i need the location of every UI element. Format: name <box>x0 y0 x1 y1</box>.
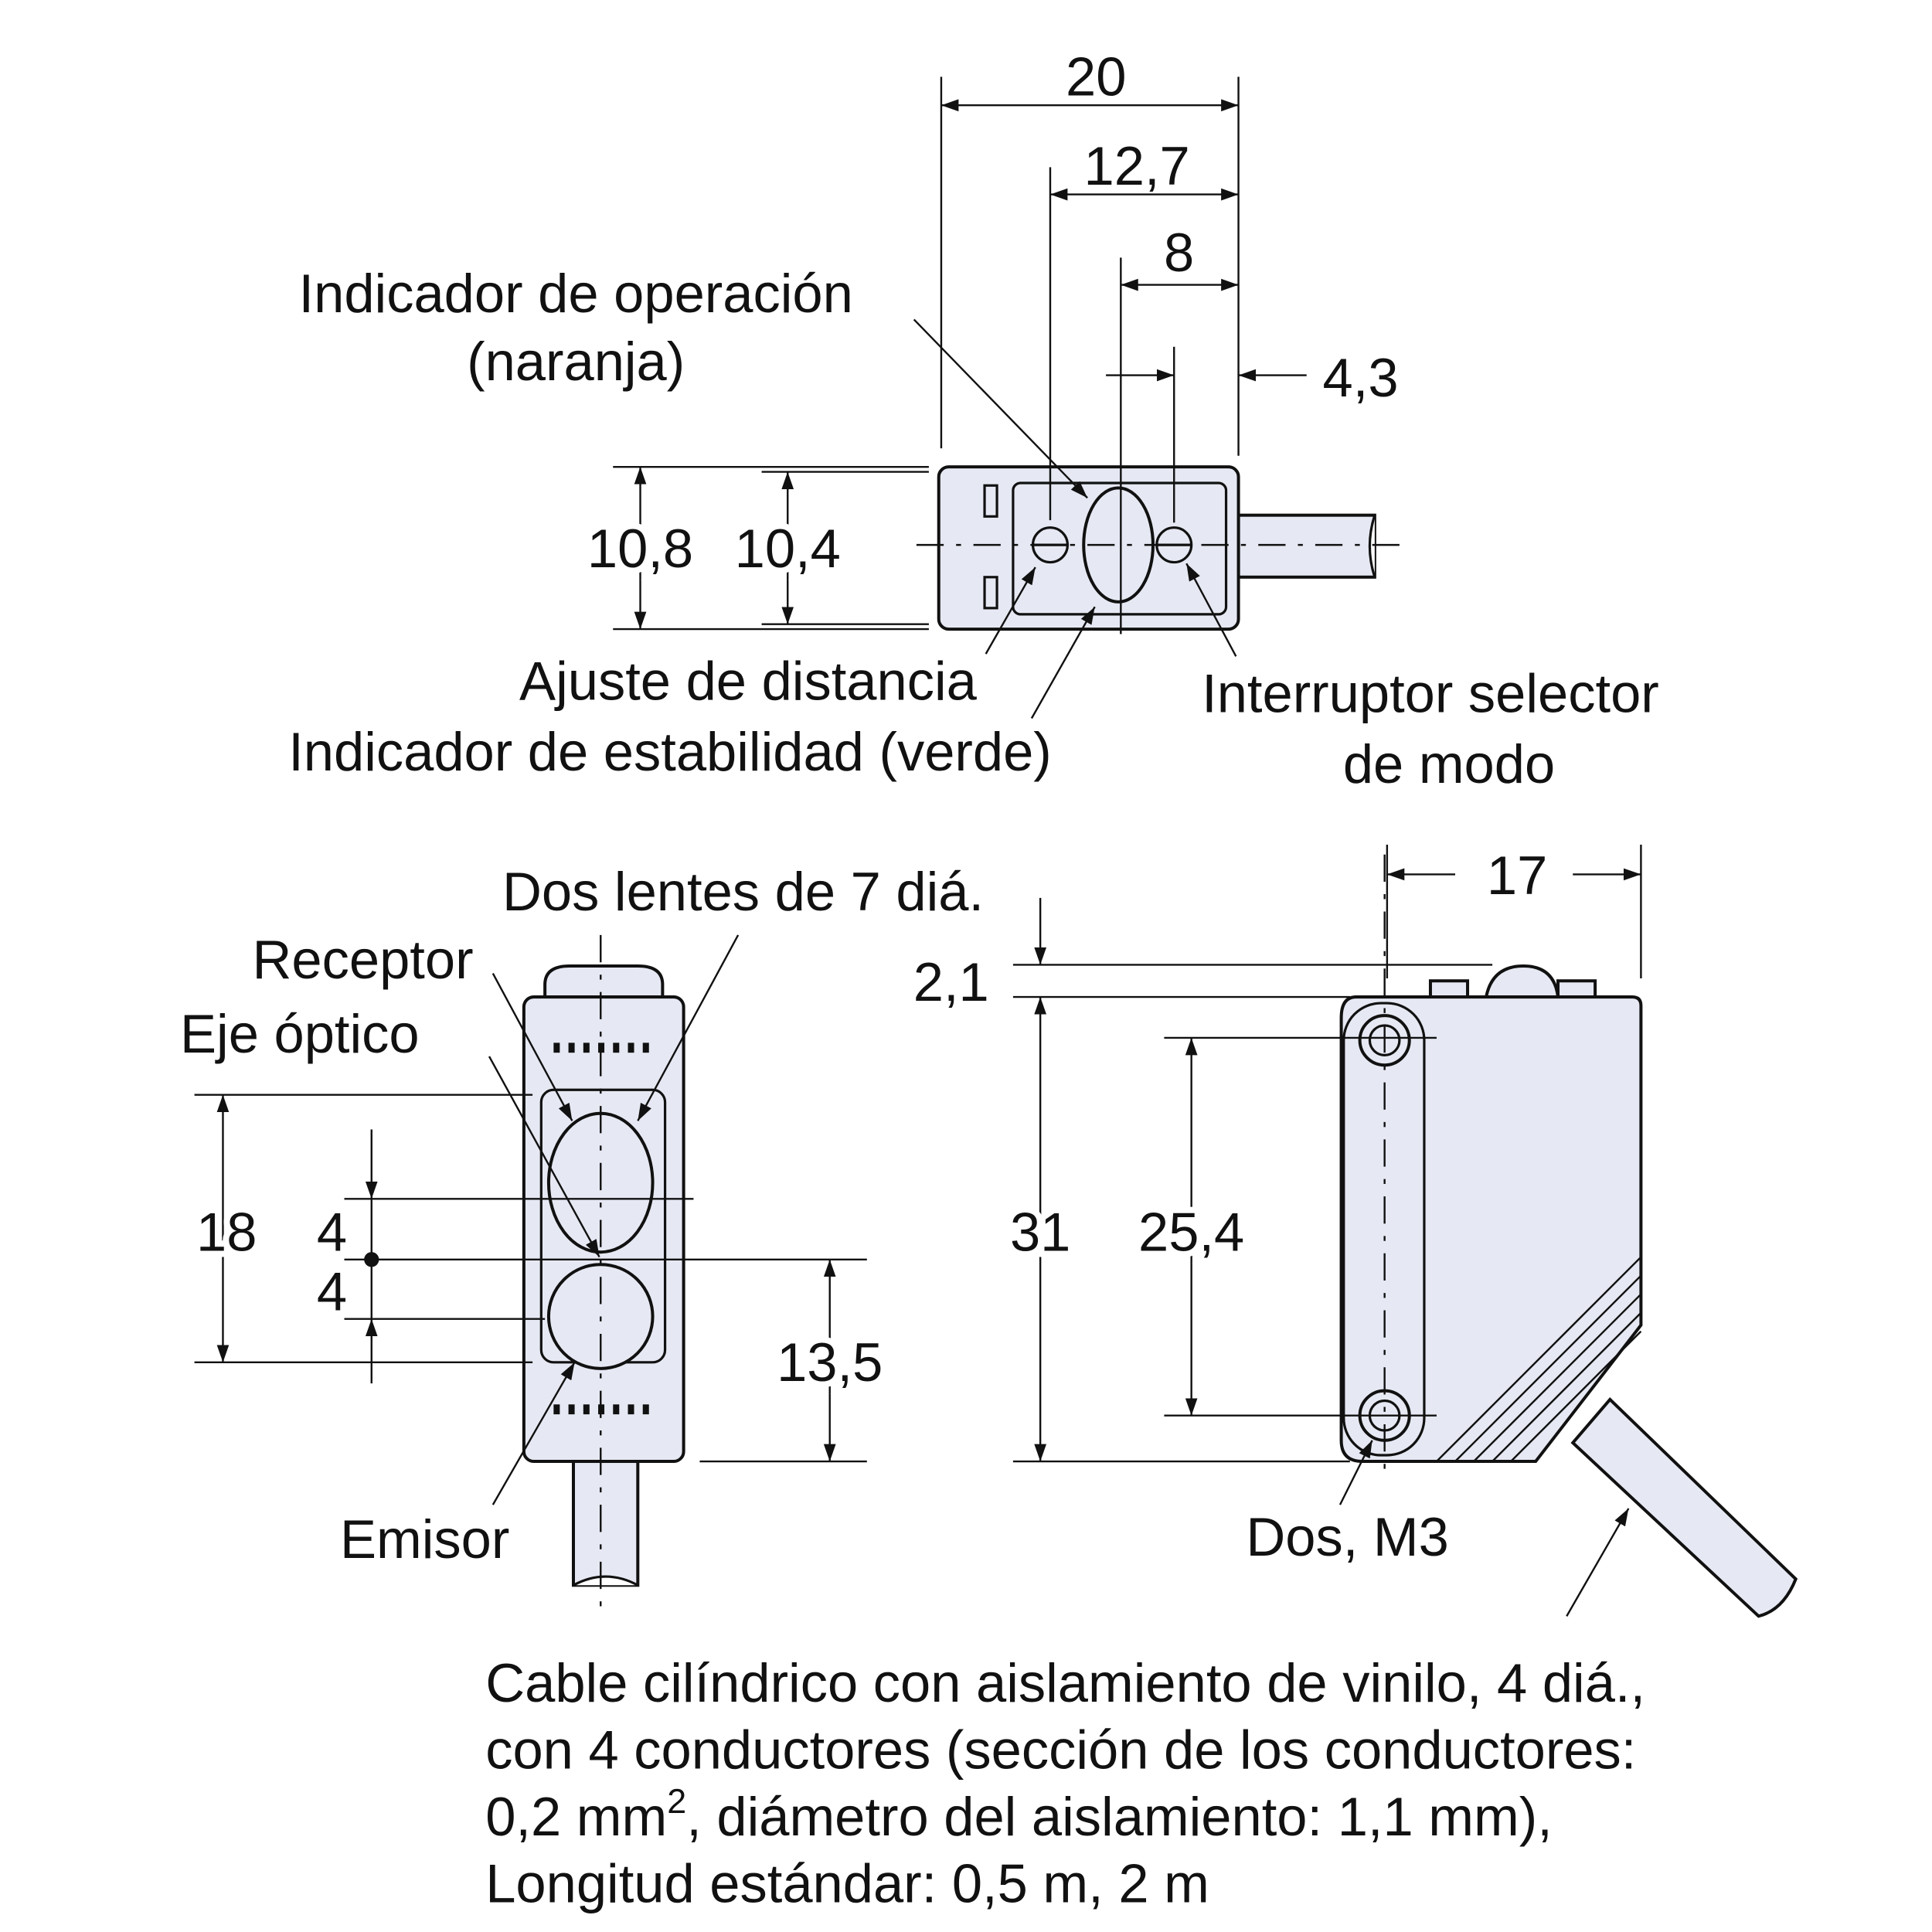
cable-note-line-2: con 4 conductores (sección de los conduc… <box>485 1719 1636 1780</box>
label-two-lenses: Dos lentes de 7 diá. <box>502 861 984 922</box>
label-stability-indicator: Indicador de estabilidad (verde) <box>288 721 1052 782</box>
top-view: 20 12,7 8 4,3 10,8 10,4 Indicador de ope… <box>288 46 1659 794</box>
cable-note-line-3b: , diámetro del aislamiento: 1,1 mm), <box>686 1786 1553 1847</box>
label-emitter: Emisor <box>340 1509 509 1570</box>
front-view: 18 4 4 13,5 Dos lentes de 7 diá. Recepto… <box>180 861 984 1617</box>
dim-20: 20 <box>1066 46 1126 107</box>
dim-2-1: 2,1 <box>913 951 989 1012</box>
label-operation-indicator: Indicador de operación <box>299 263 853 324</box>
label-receiver: Receptor <box>253 929 474 990</box>
dim-31: 31 <box>1010 1202 1070 1263</box>
cable-note-line-1: Cable cilíndrico con aislamiento de vini… <box>485 1652 1645 1713</box>
top-cable <box>1236 513 1376 579</box>
label-optical-axis: Eje óptico <box>180 1003 420 1064</box>
side-body <box>1339 995 1643 1464</box>
dim-25-4: 25,4 <box>1138 1202 1244 1263</box>
dim-10-4: 10,4 <box>735 518 841 579</box>
superscript-2: 2 <box>667 1781 686 1821</box>
label-mode-switch-2: de modo <box>1343 733 1555 794</box>
cable-note-line-3a: 0,2 mm <box>485 1786 667 1847</box>
dim-4-lower: 4 <box>317 1261 347 1322</box>
label-distance-adjust: Ajuste de distancia <box>519 650 978 711</box>
dim-4-3: 4,3 <box>1323 347 1399 408</box>
label-operation-indicator-color: (naranja) <box>467 331 685 392</box>
side-cable <box>1570 1396 1798 1618</box>
label-two-m3: Dos, M3 <box>1246 1506 1448 1567</box>
cable-note-line-3: 0,2 mm2, diámetro del aislamiento: 1,1 m… <box>485 1781 1553 1847</box>
side-view: 17 2,1 31 25,4 Dos, M3 <box>913 844 1798 1618</box>
front-cable <box>571 1460 640 1587</box>
label-mode-switch: Interruptor selector <box>1202 662 1659 723</box>
cable-note: Cable cilíndrico con aislamiento de vini… <box>485 1652 1645 1914</box>
dim-4-upper: 4 <box>317 1202 347 1263</box>
dim-12-7: 12,7 <box>1084 135 1190 196</box>
dim-8: 8 <box>1164 222 1194 283</box>
dim-10-8: 10,8 <box>587 518 693 579</box>
cable-note-line-4: Longitud estándar: 0,5 m, 2 m <box>485 1853 1209 1914</box>
dim-13-5: 13,5 <box>777 1332 883 1393</box>
dim-18: 18 <box>196 1202 257 1263</box>
dim-17: 17 <box>1487 845 1547 906</box>
